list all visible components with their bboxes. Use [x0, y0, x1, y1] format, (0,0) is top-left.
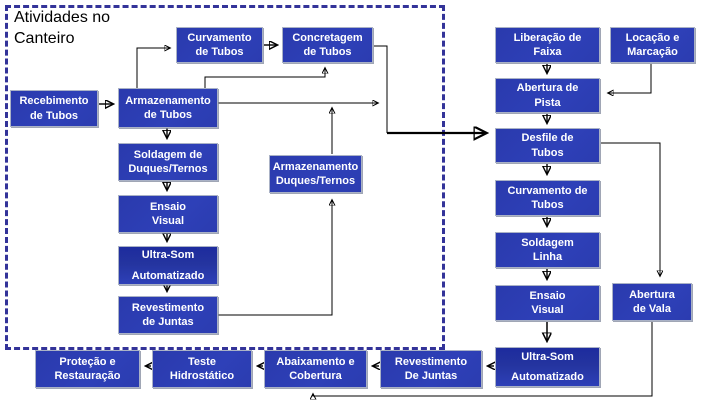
node-ensaio-visual-linha: Ensaio Visual	[495, 285, 600, 321]
node-teste-hidrostatico: Teste Hidrostático	[152, 350, 252, 388]
node-soldagem-linha: Soldagem Linha	[495, 232, 600, 268]
node-locacao-marcacao: Locação e Marcação	[610, 27, 695, 63]
node-curvamento-tubos-canteiro: Curvamento de Tubos	[176, 27, 263, 63]
node-liberacao-faixa: Liberação de Faixa	[495, 27, 600, 63]
node-revestimento-juntas-canteiro: Revestimento de Juntas	[118, 296, 218, 334]
wire-desfile-abertura-vala	[601, 142, 660, 276]
node-curvamento-tubos-linha: Curvamento de Tubos	[495, 180, 600, 216]
wire-locacao-abertura-pista	[608, 64, 652, 93]
node-ultrasom-automatizado-canteiro: Ultra-Som Automatizado	[118, 246, 218, 285]
node-abertura-pista: Abertura de Pista	[495, 78, 600, 113]
node-armazenamento-duques-ternos: Armazenamento Duques/Ternos	[269, 155, 362, 193]
node-ultrasom-automatizado-linha: Ultra-Som Automatizado	[495, 347, 600, 387]
node-protecao-restauracao: Proteção e Restauração	[35, 350, 140, 388]
node-revestimento-juntas-linha: Revestimento De Juntas	[380, 350, 482, 388]
node-concretagem-tubos: Concretagem de Tubos	[282, 27, 373, 63]
node-recebimento-tubos: Recebimento de Tubos	[10, 90, 98, 127]
node-soldagem-duques-ternos: Soldagem de Duques/Ternos	[118, 143, 218, 181]
node-abaixamento-cobertura: Abaixamento e Cobertura	[264, 350, 367, 388]
node-desfile-tubos: Desfile de Tubos	[495, 128, 600, 163]
node-ensaio-visual-canteiro: Ensaio Visual	[118, 195, 218, 233]
node-armazenamento-tubos: Armazenamento de Tubos	[118, 88, 218, 128]
region-title: Atividades no Canteiro	[14, 9, 111, 47]
node-abertura-vala: Abertura de Vala	[612, 283, 692, 321]
canteiro-dashed-region	[5, 5, 445, 350]
